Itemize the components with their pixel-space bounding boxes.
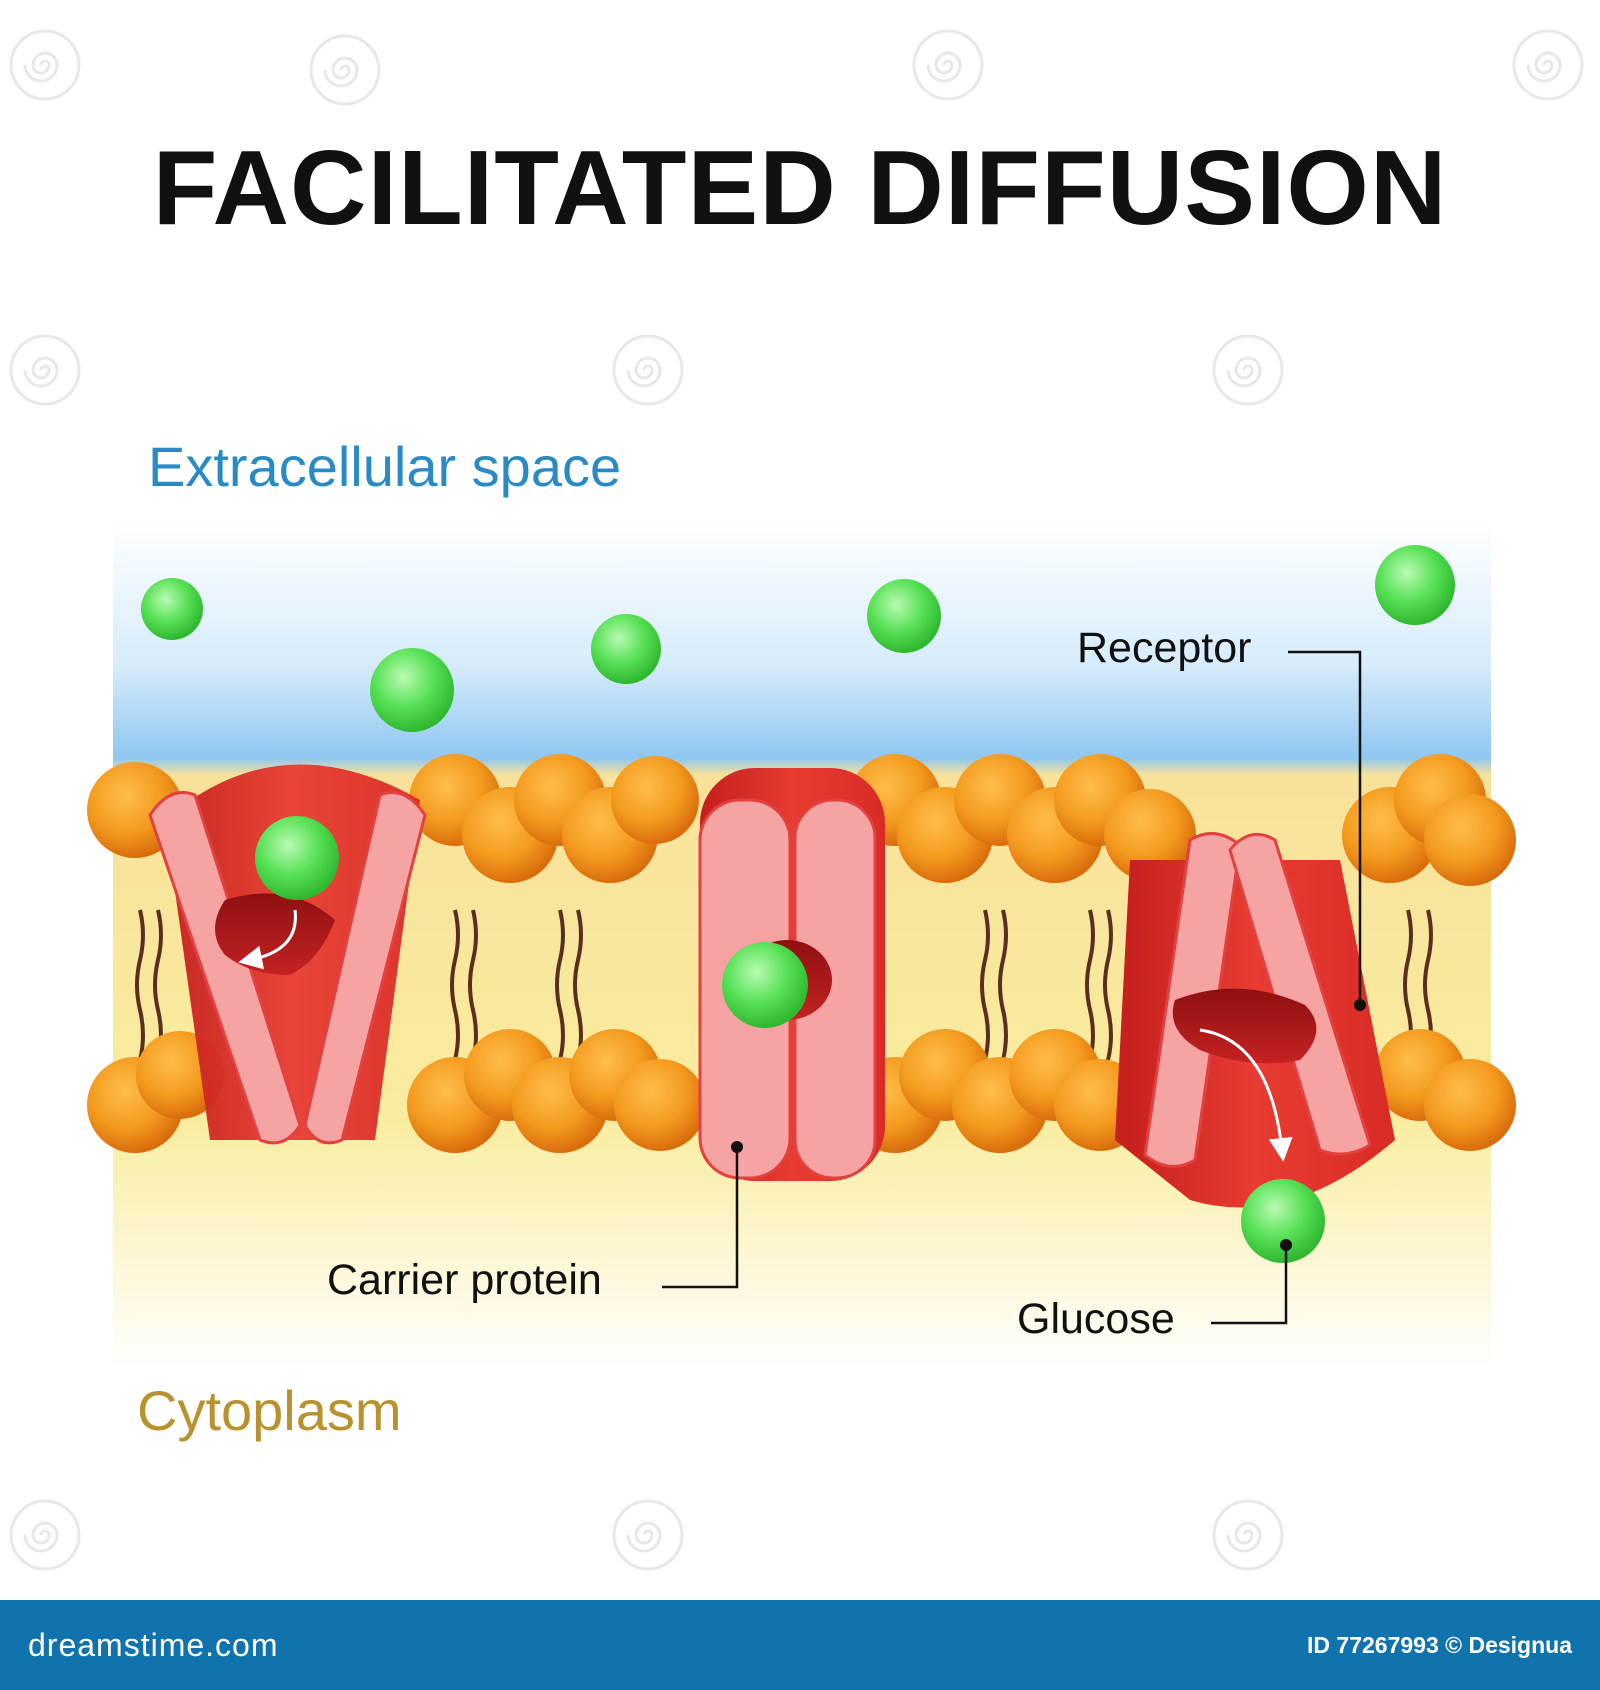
glucose-molecules: [141, 545, 1455, 1263]
glucose-label: Glucose: [1017, 1295, 1175, 1343]
footer-bar: [0, 1600, 1600, 1690]
phospholipid-heads: [87, 754, 1516, 1153]
footer-image-id: ID 77267993 © Designua: [1307, 1631, 1572, 1658]
receptor-label: Receptor: [1077, 624, 1252, 672]
carrier-protein-open-outside: [148, 764, 427, 1145]
carrier-protein-label: Carrier protein: [327, 1256, 602, 1304]
footer-brand[interactable]: dreamstime.com: [28, 1626, 279, 1663]
carrier-protein-open-inside: [1115, 832, 1395, 1208]
extracellular-space-label: Extracellular space: [148, 435, 622, 498]
leader-dots: [731, 999, 1366, 1251]
cytoplasm-label: Cytoplasm: [137, 1379, 402, 1442]
diagram-title: FACILITATED DIFFUSION: [152, 129, 1448, 247]
footer: dreamstime.com ID 77267993 © Designua: [0, 1600, 1600, 1690]
leader-lines: [662, 650, 1362, 1325]
